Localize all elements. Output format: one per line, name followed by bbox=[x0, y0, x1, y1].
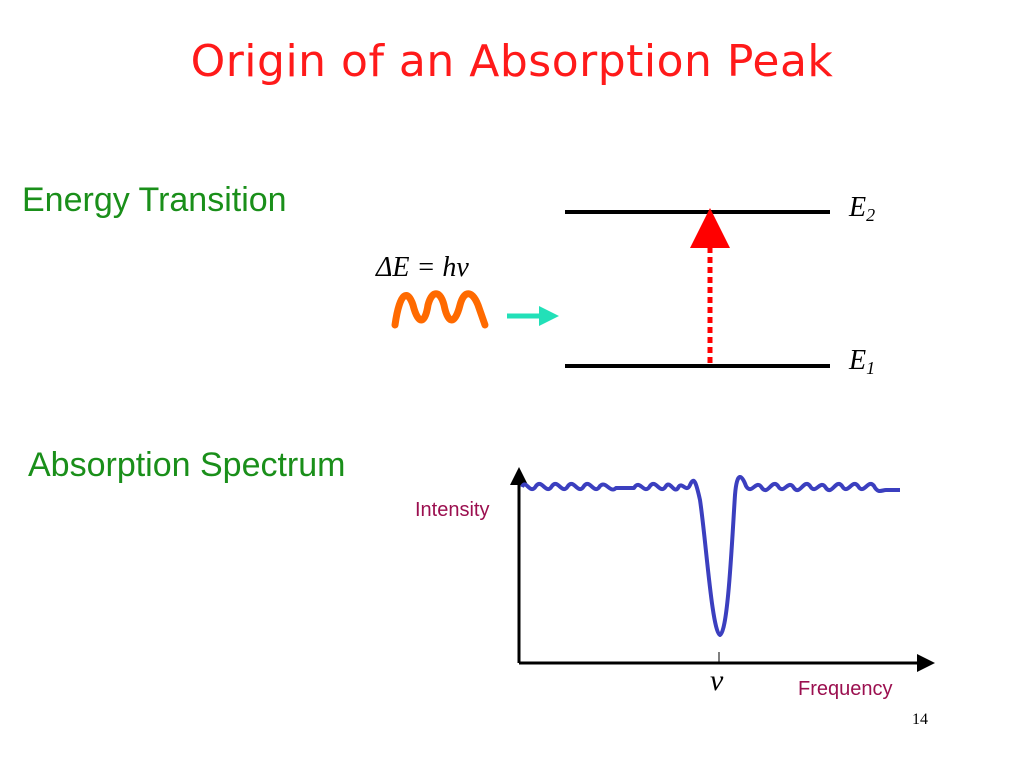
upper-level-label: E2 bbox=[849, 192, 875, 226]
lower-level-symbol: E bbox=[849, 345, 867, 376]
energy-equation: ΔE = hν bbox=[376, 252, 469, 283]
lower-level-label: E1 bbox=[849, 345, 875, 379]
peak-frequency-marker-label: ν bbox=[710, 664, 724, 697]
slide-title: Origin of an Absorption Peak bbox=[190, 36, 834, 87]
page-number: 14 bbox=[912, 711, 928, 728]
upper-level-subscript: 2 bbox=[866, 205, 876, 225]
upper-level-symbol: E bbox=[849, 192, 867, 223]
wavy-photon-icon bbox=[391, 290, 489, 329]
y-axis-label: Intensity bbox=[415, 499, 490, 521]
lower-level-subscript: 1 bbox=[866, 358, 876, 378]
absorption-spectrum-label: Absorption Spectrum bbox=[28, 446, 346, 484]
energy-transition-label: Energy Transition bbox=[22, 181, 287, 219]
absorption-spectrum-line bbox=[520, 475, 900, 637]
x-axis-label: Frequency bbox=[798, 678, 893, 700]
